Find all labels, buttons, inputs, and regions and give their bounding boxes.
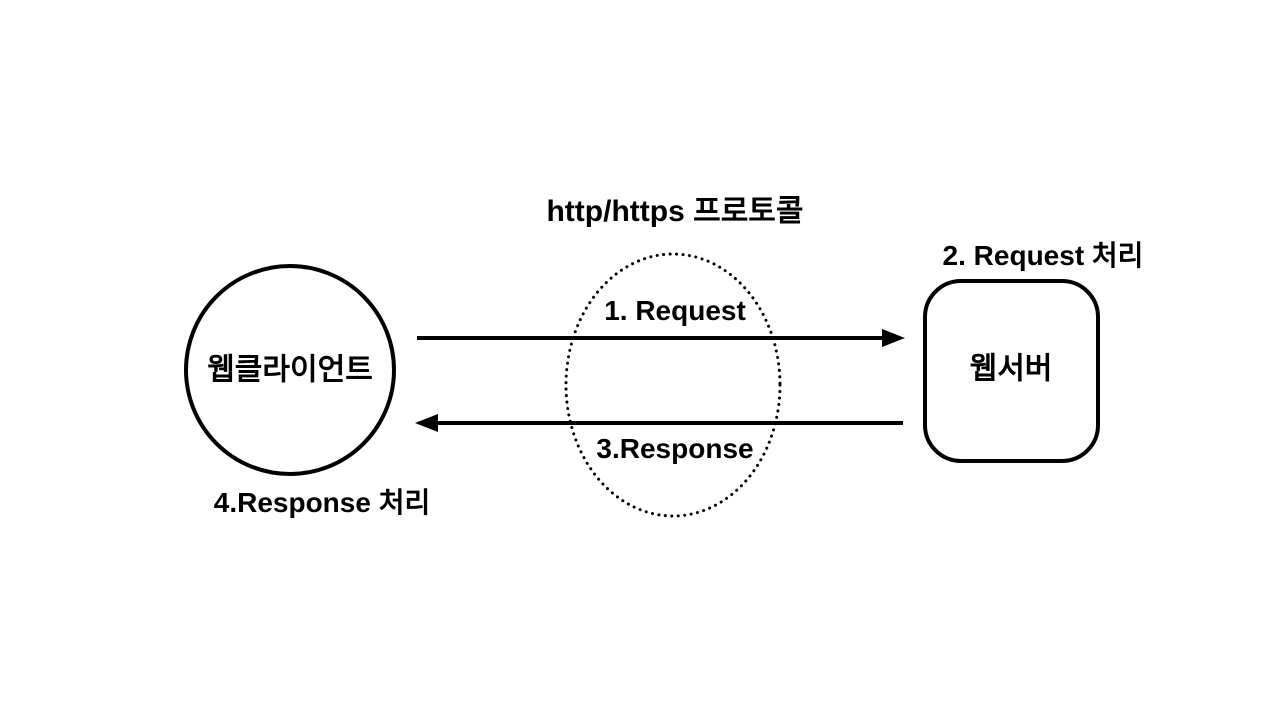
request-arrowhead <box>882 329 905 347</box>
client-node-label: 웹클라이언트 <box>207 353 373 387</box>
server-box <box>923 279 1100 463</box>
response-arrow <box>415 414 903 432</box>
server-note: 2. Request 처리 <box>942 240 1144 271</box>
response-arrowhead <box>415 414 438 432</box>
request-arrow <box>417 329 905 347</box>
server-node-label: 웹서버 <box>969 352 1053 386</box>
request-arrow-label: 1. Request <box>604 295 746 326</box>
response-arrow-label: 3.Response <box>596 433 754 464</box>
client-note: 4.Response 처리 <box>213 487 431 518</box>
protocol-scope-ellipse <box>564 252 782 518</box>
diagram-title: http/https 프로토콜 <box>546 195 804 228</box>
client-circle <box>184 264 396 476</box>
